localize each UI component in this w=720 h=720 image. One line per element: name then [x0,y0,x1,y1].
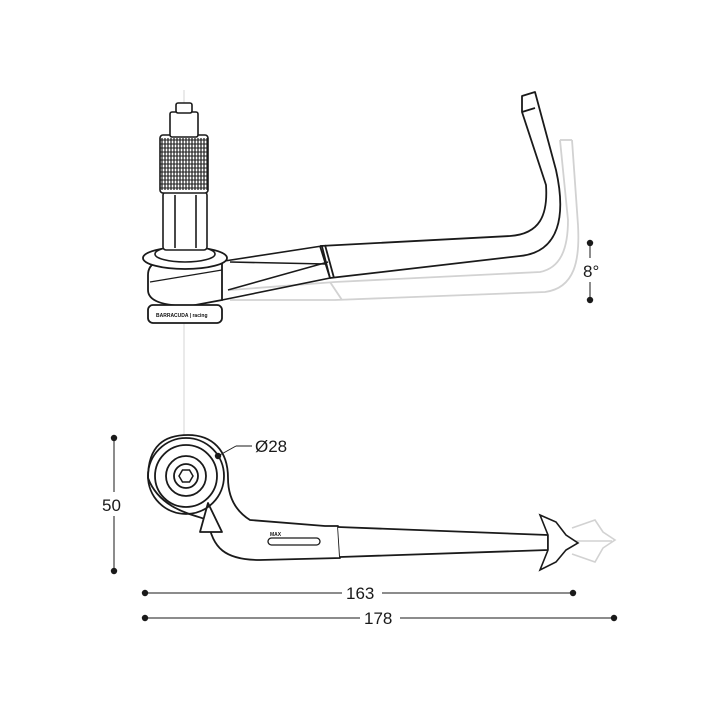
guard-arm [147,434,549,561]
ghost-guard-outline [229,139,580,301]
length-dimension-short: 163 [141,582,577,604]
hex-bolt-icon [178,469,194,483]
length-long-label: 178 [364,609,392,628]
clamp-head [147,437,225,515]
knurled-grip [160,138,208,190]
front-view: MAX Ø28 50 [100,434,618,629]
bar-connector [217,245,331,301]
angle-dimension: 8° [580,239,604,304]
max-marker: MAX [267,532,321,546]
diameter-label: Ø28 [255,437,287,456]
length-short-label: 163 [346,584,374,603]
end-cap: BARRACUDA | racing [147,304,223,324]
top-view: BARRACUDA | racing 8° [142,91,604,324]
max-mark-text: MAX [270,532,282,538]
angle-label: 8° [583,262,599,281]
height-dimension: 50 [100,434,130,575]
length-dimension-long: 178 [141,607,618,629]
diameter-callout: Ø28 [214,437,287,460]
bar-tip [538,513,580,572]
guard-bar [319,91,562,279]
height-label: 50 [102,496,121,515]
brand-text: BARRACUDA | racing [156,313,208,319]
mount-body [142,245,228,307]
